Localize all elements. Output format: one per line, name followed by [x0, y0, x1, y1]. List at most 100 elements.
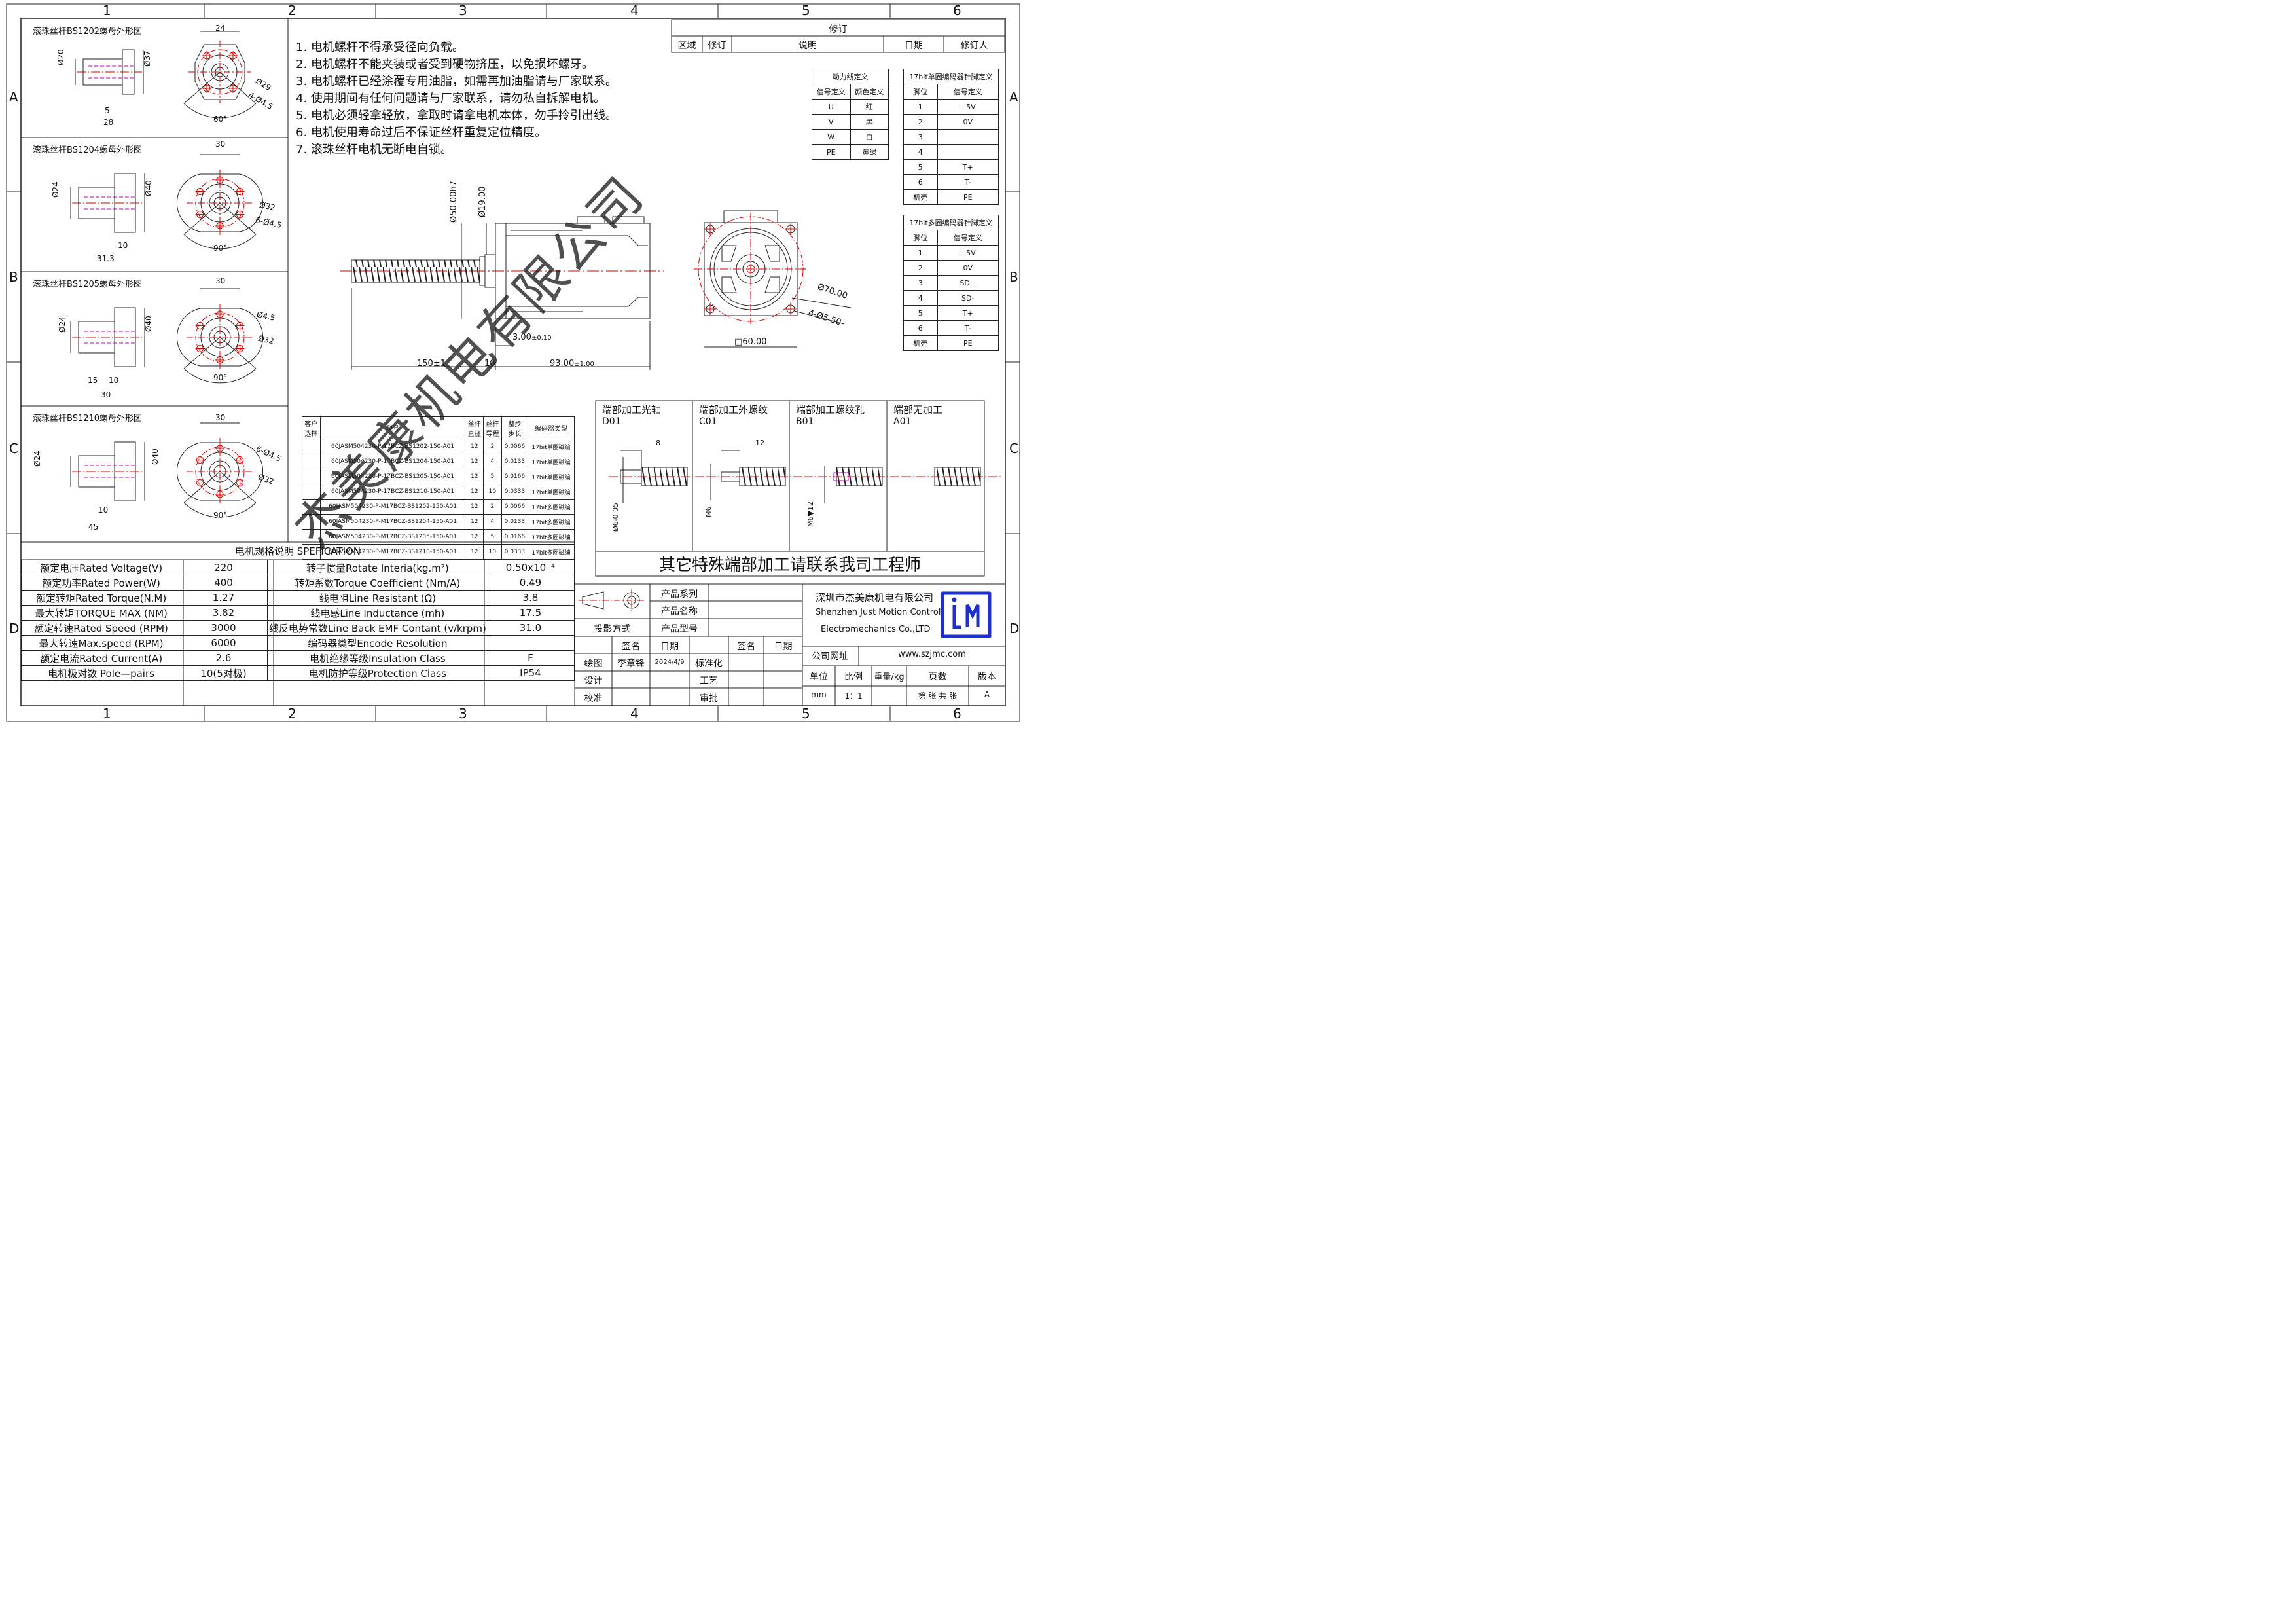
spec-cell: 额定转速Rated Speed (RPM)	[20, 620, 182, 636]
table-cell: 1	[903, 99, 938, 115]
spec-cell: 220	[181, 560, 268, 575]
spec-cell: 400	[181, 575, 268, 591]
label-sign2: 签名	[737, 642, 755, 652]
nut-end-outline	[176, 173, 264, 232]
dim-d3: 3.00±0.10	[512, 333, 552, 342]
end-processing-dim: M6▼12	[806, 501, 815, 527]
angle-arc	[183, 368, 257, 384]
nut-dimension-label: Ø40	[144, 316, 153, 332]
spec-cell: 10(5对极)	[181, 665, 268, 681]
end-processing-code: B01	[796, 416, 814, 427]
table-cell: SD+	[937, 275, 999, 291]
zone-row-label-right: B	[1009, 269, 1018, 285]
angle-leg	[183, 71, 221, 104]
end-processing-dim: M6	[704, 506, 713, 518]
table-cell: 17bit单圈磁编	[528, 469, 575, 484]
nut-dimension-label: 31.3	[97, 254, 115, 263]
table-cell	[302, 529, 321, 545]
motor-end-rib	[721, 245, 737, 262]
company-logo	[941, 591, 992, 638]
table-header: 信号定义	[812, 84, 851, 100]
motor-end-rib	[764, 276, 780, 293]
model-table-header: 编码器类型	[528, 416, 575, 439]
dim-d50: Ø50.00h7	[449, 181, 459, 223]
nut-dimension-label: 30	[215, 276, 226, 285]
pages-value: 第 张 共 张	[918, 691, 958, 701]
table-cell: 白	[850, 129, 889, 145]
table-cell: V	[812, 114, 851, 130]
spec-cell: 电机绝缘等级Insulation Class	[266, 650, 488, 666]
revision-header-rev: 修订	[708, 41, 726, 51]
label-standard: 标准化	[695, 659, 723, 669]
note-item: 7. 滚珠丝杆电机无断电自锁。	[296, 143, 452, 156]
encoder-single-title: 17bit单圈编码器针脚定义	[903, 69, 999, 84]
table-cell: 60JASM504230-P-M17BCZ-BS1210-150-A01	[319, 544, 466, 560]
spec-cell: 6000	[181, 635, 268, 651]
label-version: 版本	[978, 672, 996, 682]
motor-end-rib	[721, 276, 737, 293]
label-unit: 单位	[810, 672, 828, 682]
table-cell: 2	[483, 439, 502, 454]
spec-cell: 2.6	[181, 650, 268, 666]
table-cell: 5	[483, 469, 502, 484]
table-cell: 17bit单圈磁编	[528, 484, 575, 500]
table-cell: 黄绿	[850, 144, 889, 160]
nut-view-title: 滚珠丝杆BS1202螺母外形图	[33, 27, 143, 37]
nut-dimension-label: 45	[88, 522, 99, 532]
end-processing-title: 端部加工外螺纹	[699, 404, 768, 416]
table-cell: 17bit多圈磁编	[528, 529, 575, 545]
label-date2: 日期	[774, 642, 793, 652]
table-cell: 17bit多圈磁编	[528, 499, 575, 515]
table-cell: +5V	[937, 99, 999, 115]
nut-dimension-label: Ø20	[56, 49, 65, 65]
table-cell: 12	[465, 514, 484, 530]
table-cell: PE	[937, 335, 999, 351]
spec-cell: 0.49	[487, 575, 575, 591]
table-cell: 12	[465, 469, 484, 484]
scale-value: 1：1	[844, 691, 863, 701]
angle-leg	[219, 202, 257, 235]
company-name-en-2: Electromechanics Co.,LTD	[821, 625, 931, 634]
table-cell: 0.0333	[501, 484, 529, 500]
zone-row-label-left: B	[9, 269, 18, 285]
label-product-model: 产品型号	[661, 624, 698, 634]
table-cell: 红	[850, 99, 889, 115]
nut-view-title: 滚珠丝杆BS1204螺母外形图	[33, 145, 143, 155]
table-cell: 10	[483, 484, 502, 500]
body-groove	[506, 235, 648, 246]
motor-end-rib	[764, 245, 780, 262]
nut-dimension-label: 90°	[213, 373, 228, 382]
spec-cell: 额定电压Rated Voltage(V)	[20, 560, 182, 575]
table-cell: 3	[903, 275, 938, 291]
table-cell: 0V	[937, 114, 999, 130]
table-cell: 0.0066	[501, 499, 529, 515]
table-cell: U	[812, 99, 851, 115]
end-processing-code: A01	[893, 416, 912, 427]
nut-dimension-label: 5	[105, 106, 110, 115]
dim-len93: 93.00±1.00	[550, 359, 594, 369]
note-item: 6. 电机使用寿命过后不保证丝杆重复定位精度。	[296, 126, 547, 139]
zone-row-label-left: C	[9, 441, 18, 456]
table-cell: 4	[483, 454, 502, 469]
outer-border	[6, 3, 1020, 722]
table-cell: +5V	[937, 245, 999, 261]
spec-cell: 转子惯量Rotate Interia(kg.m²)	[266, 560, 488, 575]
zone-row-label-left: A	[9, 89, 18, 105]
company-name-en-1: Shenzhen Just Motion Control	[816, 608, 941, 617]
revision-title: 修订	[829, 24, 848, 35]
nut-dimension-label: Ø24	[58, 316, 67, 333]
nut-dimension-label: Ø40	[144, 180, 153, 196]
label-weight: 重量/kg	[874, 672, 905, 682]
spec-cell: 0.50x10⁻⁴	[487, 560, 575, 575]
